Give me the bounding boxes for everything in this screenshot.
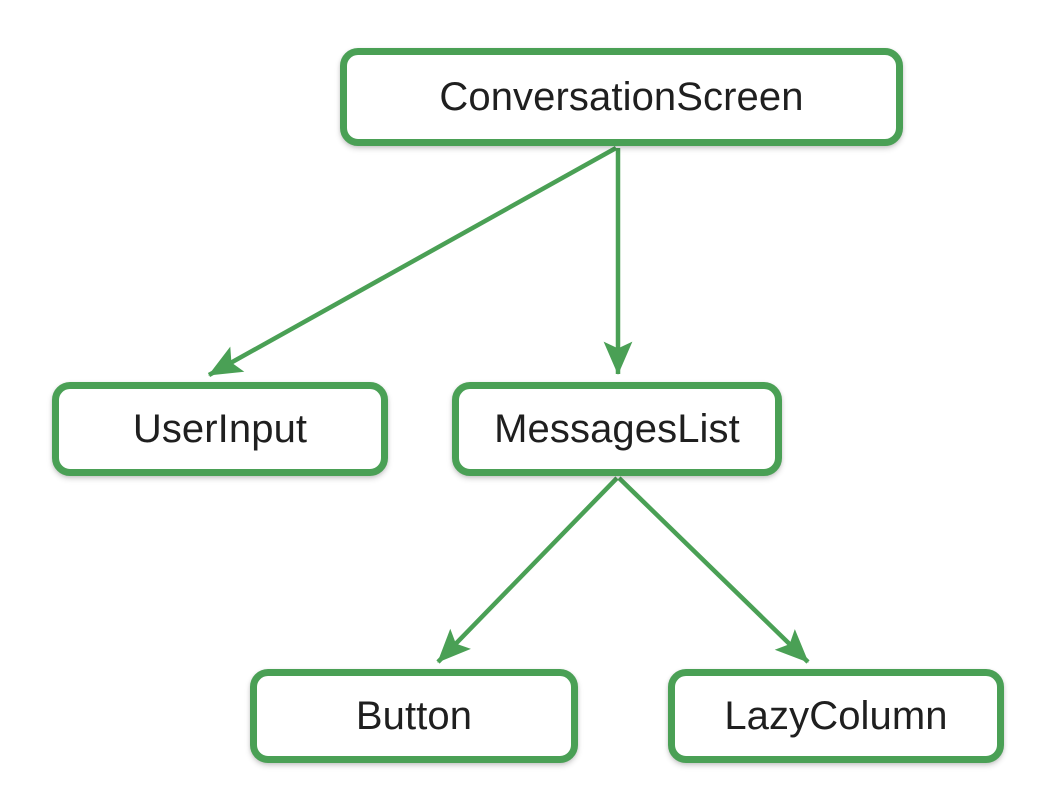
node-label: UserInput [132, 407, 308, 451]
node-label: LazyColumn [724, 694, 948, 738]
node-conversationscreen[interactable]: ConversationScreen [340, 48, 903, 146]
edge-messageslist-to-button [436, 476, 619, 664]
node-userinput[interactable]: UserInput [52, 382, 388, 476]
edge-conversationscreen-to-userinput [207, 146, 618, 377]
node-lazycolumn[interactable]: LazyColumn [668, 669, 1004, 763]
node-label: MessagesList [494, 407, 740, 451]
node-label: Button [355, 694, 473, 738]
edge-messageslist-to-lazycolumn [617, 476, 810, 664]
node-messageslist[interactable]: MessagesList [452, 382, 782, 476]
node-button[interactable]: Button [250, 669, 578, 763]
node-label: ConversationScreen [439, 75, 804, 119]
